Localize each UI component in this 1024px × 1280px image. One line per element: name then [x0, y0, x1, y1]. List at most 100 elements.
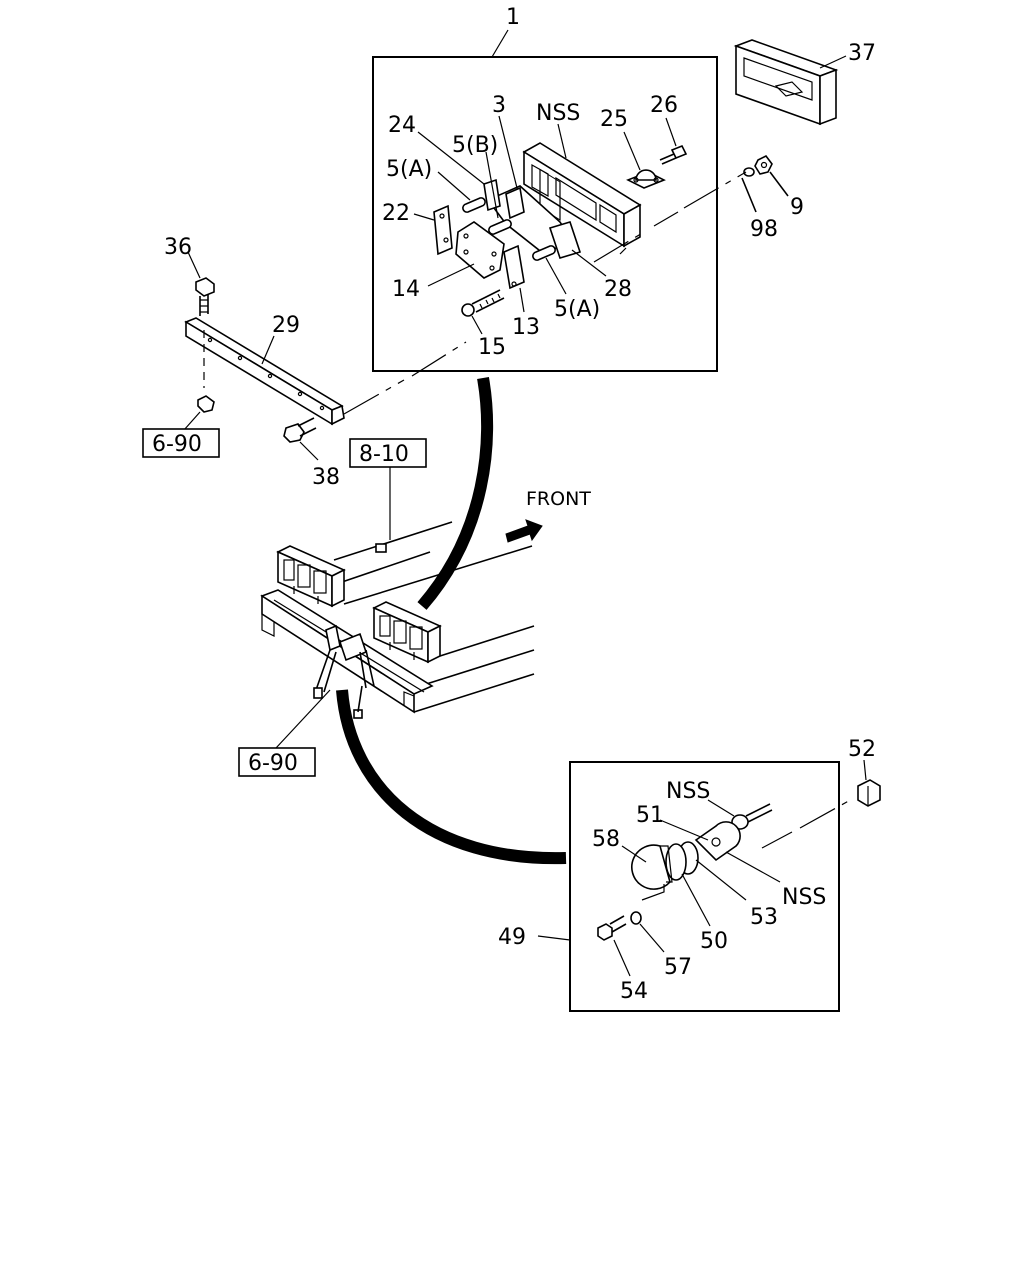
leader-58	[621, 845, 647, 863]
leader-9	[769, 171, 789, 197]
callout-1: 1	[506, 5, 520, 30]
leader-14	[427, 263, 475, 287]
callout-nss-b1: NSS	[666, 779, 710, 804]
leader-26	[665, 117, 677, 147]
pin-5b	[488, 186, 525, 235]
screw-15	[461, 289, 505, 317]
lens-58	[631, 844, 673, 890]
callout-36: 36	[164, 235, 192, 260]
callout-53: 53	[750, 905, 778, 930]
leader-38	[299, 441, 319, 461]
leader-98	[741, 177, 757, 213]
ref-8-10[interactable]: 8-10	[359, 442, 409, 467]
ref-6-90-bottom[interactable]: 6-90	[248, 751, 298, 776]
leader-49	[537, 935, 571, 941]
socket-nss	[731, 803, 773, 830]
ref-box-6-90-bottom[interactable]	[238, 747, 316, 777]
callout-3: 3	[492, 93, 506, 118]
vehicle-rear-frame	[260, 521, 535, 719]
leader-ref-bottom	[275, 689, 331, 749]
leader-50	[681, 873, 711, 927]
bracket-13	[503, 244, 525, 290]
leader-54	[613, 939, 631, 977]
lamp-assembly-detail-box	[372, 56, 718, 372]
assembly-line-58	[641, 884, 665, 901]
leader-24	[417, 131, 485, 185]
mounting-plate-14	[455, 221, 505, 279]
connector-52	[857, 779, 881, 807]
ref-6-90-top[interactable]: 6-90	[152, 432, 202, 457]
leader-13	[519, 287, 525, 313]
callout-29: 29	[272, 313, 300, 338]
leader-51	[659, 819, 709, 841]
gasket-28	[548, 221, 582, 259]
screw-54	[597, 915, 627, 941]
callout-13: 13	[512, 315, 540, 340]
assembly-line-29	[343, 341, 467, 415]
leader-nss-b1	[707, 799, 735, 817]
callout-98: 98	[750, 217, 778, 242]
license-lamp-detail-box	[569, 761, 840, 1012]
lamp-housing	[522, 142, 642, 255]
washer-98	[743, 167, 755, 177]
leader-ref-top	[183, 411, 201, 431]
callout-26: 26	[650, 93, 678, 118]
assembly-line-52	[761, 797, 855, 849]
washer-57	[630, 911, 642, 925]
leader-22	[413, 213, 435, 221]
leader-25	[623, 131, 641, 171]
callout-9: 9	[790, 195, 804, 220]
leader-29	[261, 335, 275, 365]
leader-52	[863, 759, 867, 781]
leader-15	[471, 315, 483, 335]
nut-9	[754, 154, 773, 175]
callout-5a-top: 5(A)	[386, 157, 432, 182]
callout-nss-b2: NSS	[782, 885, 826, 910]
ref-box-6-90-top[interactable]	[142, 428, 220, 458]
assembly-line-98	[593, 171, 747, 263]
callout-37: 37	[848, 41, 876, 66]
lamp-cover-37	[733, 39, 839, 126]
callout-5a-lower: 5(A)	[554, 297, 600, 322]
connector-curve-bottom	[336, 689, 567, 865]
bracket-29	[184, 317, 345, 426]
leader-1	[491, 29, 509, 58]
connector-curve-top	[417, 376, 494, 610]
callout-49: 49	[498, 925, 526, 950]
callout-25: 25	[600, 107, 628, 132]
callout-57: 57	[664, 955, 692, 980]
leader-nss-b2	[725, 851, 781, 883]
callout-52: 52	[848, 737, 876, 762]
callout-22: 22	[382, 201, 410, 226]
leader-5b	[485, 151, 499, 219]
pin-5a-lower	[532, 245, 556, 261]
callout-nss-top: NSS	[536, 101, 580, 126]
callout-14: 14	[392, 277, 420, 302]
front-arrow-icon	[505, 519, 543, 543]
callout-38: 38	[312, 465, 340, 490]
leader-5a-top	[437, 171, 471, 201]
bulb-socket	[626, 169, 666, 189]
front-label: FRONT	[526, 488, 591, 510]
leader-53	[695, 859, 747, 901]
leader-3	[498, 115, 519, 193]
leader-nss-top	[557, 123, 567, 159]
lamp-housing-51	[694, 821, 741, 862]
callout-54: 54	[620, 979, 648, 1004]
screw-26	[659, 144, 688, 165]
ref-box-8-10[interactable]	[349, 438, 427, 468]
callout-50: 50	[700, 929, 728, 954]
leader-36	[187, 251, 201, 279]
callout-15: 15	[478, 335, 506, 360]
bolt-36	[195, 277, 215, 413]
leader-28	[571, 249, 607, 277]
callout-24: 24	[388, 113, 416, 138]
leader-5a-lower	[545, 257, 567, 295]
callout-28: 28	[604, 277, 632, 302]
leader-57	[639, 923, 665, 953]
callout-5b: 5(B)	[452, 133, 498, 158]
gasket-22	[433, 204, 453, 256]
callout-51: 51	[636, 803, 664, 828]
leader-37	[819, 55, 847, 69]
